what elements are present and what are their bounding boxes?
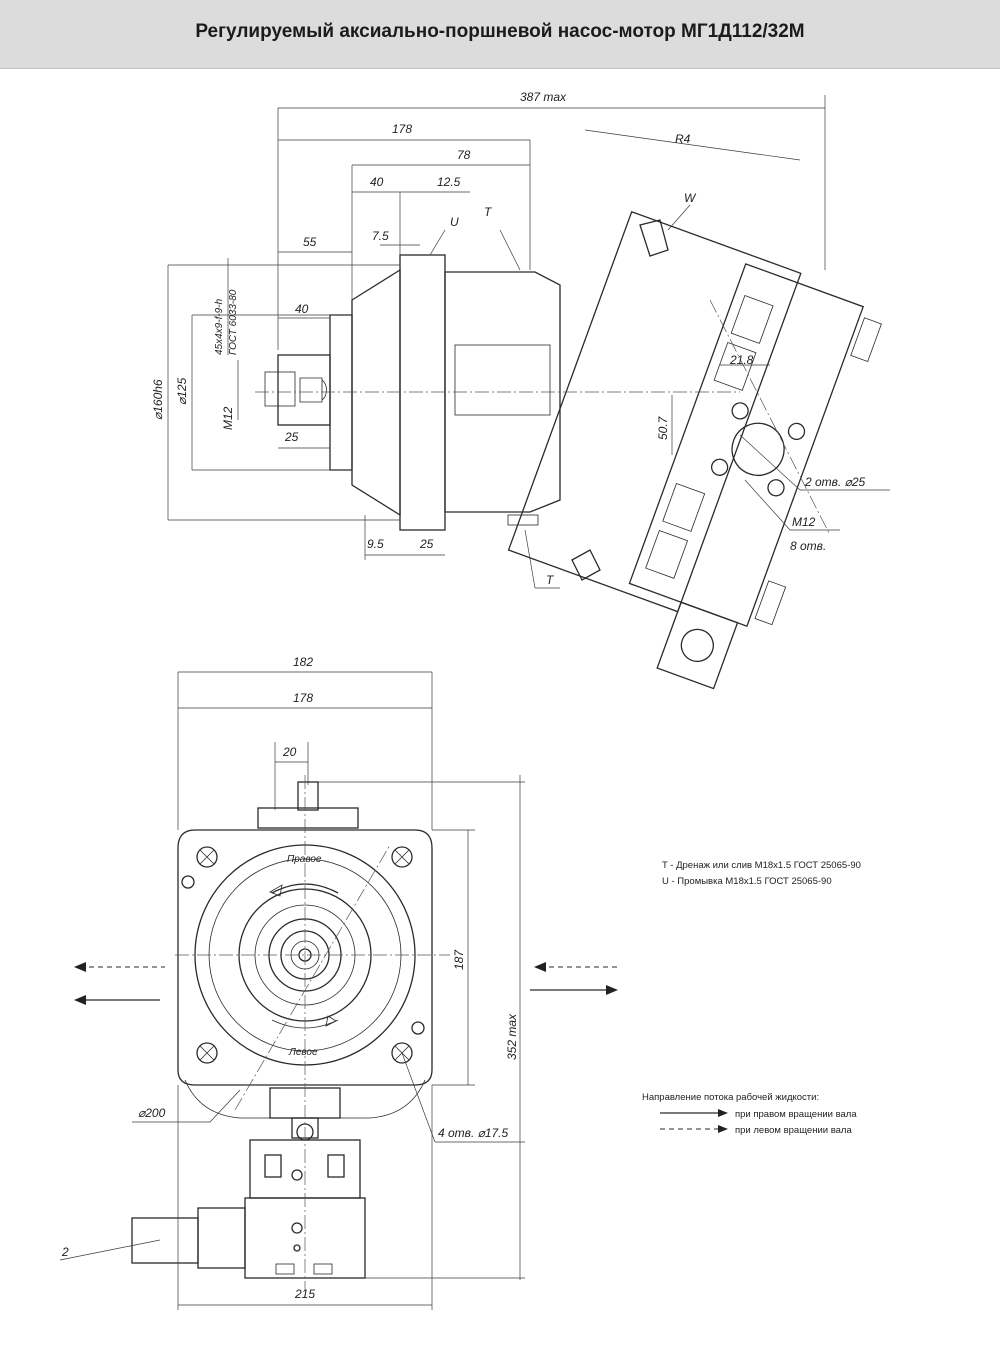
port-w-label: W <box>684 191 697 205</box>
front-view-dimension-lines <box>59 671 525 1310</box>
dim-50-7: 50.7 <box>656 415 670 440</box>
dim-78: 78 <box>457 148 471 162</box>
top-view-dimensions: 387 max 178 78 40 12.5 55 7.5 40 9.5 25 … <box>151 90 866 587</box>
spline-spec-2: ГОСТ 6033-80 <box>228 289 239 355</box>
callout-2: 2 <box>61 1245 69 1259</box>
port-center <box>731 422 785 476</box>
dim-8-holes: 8 отв. <box>790 539 826 553</box>
dim-387: 387 max <box>520 90 567 104</box>
dim-187: 187 <box>452 949 466 970</box>
fitting-t <box>571 549 601 581</box>
pump-body <box>444 271 561 513</box>
spline-spec-1: 45x4x9-f-9-h <box>214 298 225 355</box>
dim-r4: R4 <box>675 132 691 146</box>
dim-7-5: 7.5 <box>372 229 389 243</box>
flow-legend-title: Направление потока рабочей жидкости: <box>642 1092 819 1103</box>
dim-25: 25 <box>419 537 434 551</box>
dim-178: 178 <box>392 122 412 136</box>
top-view-drawing <box>167 95 890 690</box>
connector-plug <box>131 1217 199 1264</box>
dim-21-8: 21.8 <box>729 353 754 367</box>
bolt-hole-br <box>391 1042 413 1064</box>
fitting-w <box>639 219 669 257</box>
flow-legend-left: при левом вращении вала <box>735 1125 852 1136</box>
dim-20: 20 <box>282 745 297 759</box>
dim-25b: 25 <box>284 430 299 444</box>
connector-housing <box>197 1207 246 1269</box>
dim-55: 55 <box>303 235 317 249</box>
regulator-block <box>628 263 865 628</box>
title-bar: Регулируемый аксиально-поршневой насос-м… <box>0 0 1000 69</box>
legend-port-u: U - Промывка M18x1.5 ГОСТ 25065-90 <box>662 876 832 887</box>
dim-dia160: ⌀160h6 <box>151 379 165 420</box>
dim-dia125: ⌀125 <box>175 377 189 405</box>
port-legend: T - Дренаж или слив M18x1.5 ГОСТ 25065-9… <box>662 860 861 887</box>
legend-port-t: T - Дренаж или слив M18x1.5 ГОСТ 25065-9… <box>662 860 861 871</box>
dim-352: 352 max <box>505 1013 519 1060</box>
dim-m12: M12 <box>221 406 235 430</box>
dim-4-holes: 4 отв. ⌀17.5 <box>438 1126 509 1140</box>
port-u-label: U <box>450 215 459 229</box>
label-left-rotation: Левое <box>288 1047 318 1058</box>
body-boss <box>454 344 551 416</box>
dim-182: 182 <box>293 655 313 669</box>
dim-12-5: 12.5 <box>437 175 461 189</box>
label-right-rotation: Правое <box>287 854 322 865</box>
bolt-hole-bl <box>196 1042 218 1064</box>
port-t-label: T <box>484 205 493 219</box>
front-view-drawing <box>74 775 620 1290</box>
bolt-hole-tr <box>391 846 413 868</box>
flow-legend: Направление потока рабочей жидкости: при… <box>642 1092 857 1136</box>
dim-40: 40 <box>370 175 384 189</box>
dim-40b: 40 <box>295 302 309 316</box>
front-view-dimensions: 182 178 20 187 352 max ⌀200 4 отв. ⌀17.5… <box>61 655 519 1301</box>
port-t2-label: T <box>546 573 555 587</box>
bolt-hole-tl <box>196 846 218 868</box>
dim-dia200: ⌀200 <box>138 1106 166 1120</box>
spigot <box>329 314 353 471</box>
shaft-key <box>264 371 296 407</box>
tilted-housing <box>507 210 882 690</box>
dim-m12b: M12 <box>792 515 816 529</box>
mounting-flange <box>399 254 446 531</box>
flow-legend-right: при правом вращении вала <box>735 1109 857 1120</box>
dim-2-holes: 2 отв. ⌀25 <box>804 475 866 489</box>
flange-cone <box>351 268 401 517</box>
top-boss <box>257 807 359 829</box>
lower-port <box>656 601 739 690</box>
dim-215: 215 <box>294 1287 315 1301</box>
page-title: Регулируемый аксиально-поршневой насос-м… <box>195 21 805 42</box>
dim-9-5: 9.5 <box>367 537 384 551</box>
square-flange <box>177 829 433 1086</box>
dim-178-front: 178 <box>293 691 313 705</box>
rotation-arrow-right <box>271 883 339 894</box>
